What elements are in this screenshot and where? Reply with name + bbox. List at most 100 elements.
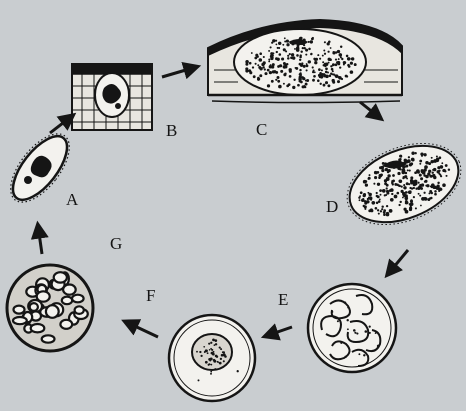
granule <box>370 209 372 211</box>
granule <box>381 208 383 210</box>
granule <box>413 196 415 198</box>
granule <box>417 187 420 190</box>
small-cell <box>75 306 84 314</box>
granule <box>344 62 346 64</box>
granule <box>375 207 378 210</box>
granule <box>257 64 259 66</box>
granule <box>380 210 382 212</box>
granule <box>399 168 401 170</box>
granule <box>365 330 368 333</box>
granule <box>430 197 433 200</box>
granule <box>289 70 292 73</box>
granule <box>378 176 381 179</box>
granule <box>343 64 345 66</box>
granule <box>373 183 375 185</box>
granule <box>377 209 379 211</box>
granule <box>369 174 371 176</box>
granule <box>254 57 257 60</box>
granule <box>300 50 302 52</box>
granule <box>263 56 265 58</box>
granule <box>387 174 390 177</box>
granule <box>281 57 284 60</box>
arrow-g-to-a <box>38 226 42 254</box>
granule <box>209 349 211 351</box>
granule <box>419 195 421 197</box>
granule <box>421 197 425 201</box>
granule <box>207 352 209 354</box>
granule <box>270 64 272 66</box>
small-cell <box>13 317 27 324</box>
granule <box>382 189 386 193</box>
granule <box>264 68 266 70</box>
granule <box>394 195 398 199</box>
granule <box>382 162 385 165</box>
granule <box>371 201 375 205</box>
granule <box>251 52 253 54</box>
granule <box>321 69 323 71</box>
granule <box>275 40 277 42</box>
granule <box>305 54 307 56</box>
granule <box>378 213 380 215</box>
granule <box>427 172 430 175</box>
granule <box>385 194 387 196</box>
granule <box>400 158 402 160</box>
granule <box>294 48 296 50</box>
granule <box>410 199 412 201</box>
granule <box>423 192 425 194</box>
granule <box>431 171 433 173</box>
granule <box>419 174 422 177</box>
granule <box>299 59 301 61</box>
granule <box>379 189 382 192</box>
granule <box>327 84 330 87</box>
granule <box>430 175 433 178</box>
granule <box>331 68 334 71</box>
granule <box>268 50 270 52</box>
granule <box>365 184 367 186</box>
granule <box>214 339 217 342</box>
granule <box>220 358 222 360</box>
granule <box>363 180 367 184</box>
granule <box>376 195 379 198</box>
granule <box>287 57 290 60</box>
granule <box>313 69 315 71</box>
granule <box>414 171 417 174</box>
granule <box>376 192 378 194</box>
granule <box>214 368 216 370</box>
granule <box>386 190 389 193</box>
granule <box>205 361 208 364</box>
granule <box>420 177 423 180</box>
granule <box>376 202 379 205</box>
small-cell <box>62 297 72 305</box>
stage-a-cell: A <box>0 124 80 212</box>
stage-label-e: E <box>278 290 288 309</box>
granule <box>198 379 200 381</box>
granule <box>369 325 371 327</box>
granule <box>408 156 410 158</box>
small-cell <box>72 295 84 303</box>
granule <box>320 83 322 85</box>
granule <box>332 70 334 72</box>
granule <box>330 47 332 49</box>
granule <box>262 66 264 68</box>
granule <box>338 58 340 60</box>
granule <box>255 54 258 57</box>
granule <box>317 54 319 56</box>
granule <box>405 201 408 204</box>
granule <box>428 162 431 165</box>
granule <box>337 50 340 53</box>
granule <box>306 69 308 71</box>
granule <box>406 182 409 185</box>
granule <box>214 344 216 346</box>
granule <box>344 301 346 303</box>
granule <box>354 332 356 334</box>
granule <box>324 65 326 67</box>
granule <box>289 75 292 78</box>
granule <box>335 59 337 61</box>
granule <box>381 169 384 172</box>
granule <box>269 71 272 74</box>
granule <box>437 182 439 184</box>
granule <box>386 213 390 217</box>
granule <box>363 194 366 197</box>
granule <box>285 64 287 66</box>
granule <box>292 86 295 89</box>
